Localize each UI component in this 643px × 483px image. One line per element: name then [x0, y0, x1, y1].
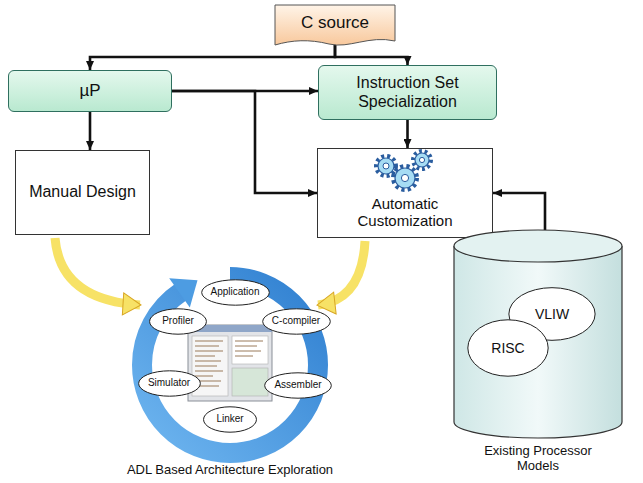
- ellipse-outline: [468, 320, 548, 376]
- connector: [406, 120, 409, 148]
- connector: [493, 193, 545, 230]
- gears-icon: [376, 151, 431, 190]
- node-label: Automatic Customization: [345, 195, 465, 230]
- ellipse-outline: [204, 406, 257, 431]
- ellipse-outline: [201, 279, 269, 304]
- database-cylinder: Existing Processor Models VLIW RISC: [452, 228, 624, 480]
- tool-ellipse: Linker: [203, 406, 257, 433]
- cycle-arrowhead: [169, 278, 197, 307]
- tool-ellipse: C-compiler: [262, 308, 331, 335]
- node-label: Application: [211, 286, 260, 298]
- document-box: C source: [274, 4, 396, 48]
- process-box: Instruction Set Specialization: [318, 65, 497, 120]
- node-label: ADL Based Architecture Exploration: [127, 463, 333, 478]
- cylinder-top: [454, 230, 622, 262]
- tool-screenshot: [188, 325, 272, 401]
- node-label: µP: [79, 81, 100, 101]
- node-label: Simulator: [148, 377, 190, 389]
- tool-ellipse: Assembler: [264, 372, 332, 399]
- connector: [90, 42, 335, 70]
- process-box: Manual Design: [15, 150, 150, 235]
- connector: [335, 42, 408, 65]
- model-ellipse: RISC: [467, 318, 549, 378]
- ellipse-outline: [265, 372, 332, 397]
- process-box: Automatic Customization: [317, 148, 493, 238]
- node-label: RISC: [491, 340, 524, 356]
- node-label: Assembler: [274, 379, 321, 391]
- tool-ellipse: Profiler: [149, 308, 207, 335]
- connector: [89, 112, 92, 150]
- ellipse-outline: [138, 370, 200, 395]
- node-label: C-compiler: [272, 315, 320, 327]
- ellipse-outline: [262, 308, 330, 333]
- ellipse-outline: [150, 308, 207, 333]
- cycle-arrow: [142, 277, 318, 453]
- node-label: Profiler: [162, 315, 194, 327]
- node-label: C source: [301, 13, 369, 33]
- process-box: µP: [8, 70, 172, 112]
- tool-ellipse: Simulator: [138, 370, 201, 397]
- flow-arrow: [55, 238, 140, 305]
- node-label: Manual Design: [29, 183, 136, 201]
- cycle-ring: [142, 277, 318, 453]
- node-label: Instruction Set Specialization: [327, 74, 488, 111]
- tool-ellipse: Application: [201, 279, 270, 306]
- node-label: Existing Processor Models: [474, 444, 602, 474]
- document-outline: [275, 5, 395, 45]
- connector: [172, 91, 317, 193]
- cylinder-body: [454, 246, 622, 438]
- node-label: Linker: [216, 413, 243, 425]
- flow-arrow: [318, 241, 365, 305]
- node-label: VLIW: [535, 306, 569, 322]
- exploration-cycle: ADL Based Architecture Exploration Applic…: [90, 265, 370, 480]
